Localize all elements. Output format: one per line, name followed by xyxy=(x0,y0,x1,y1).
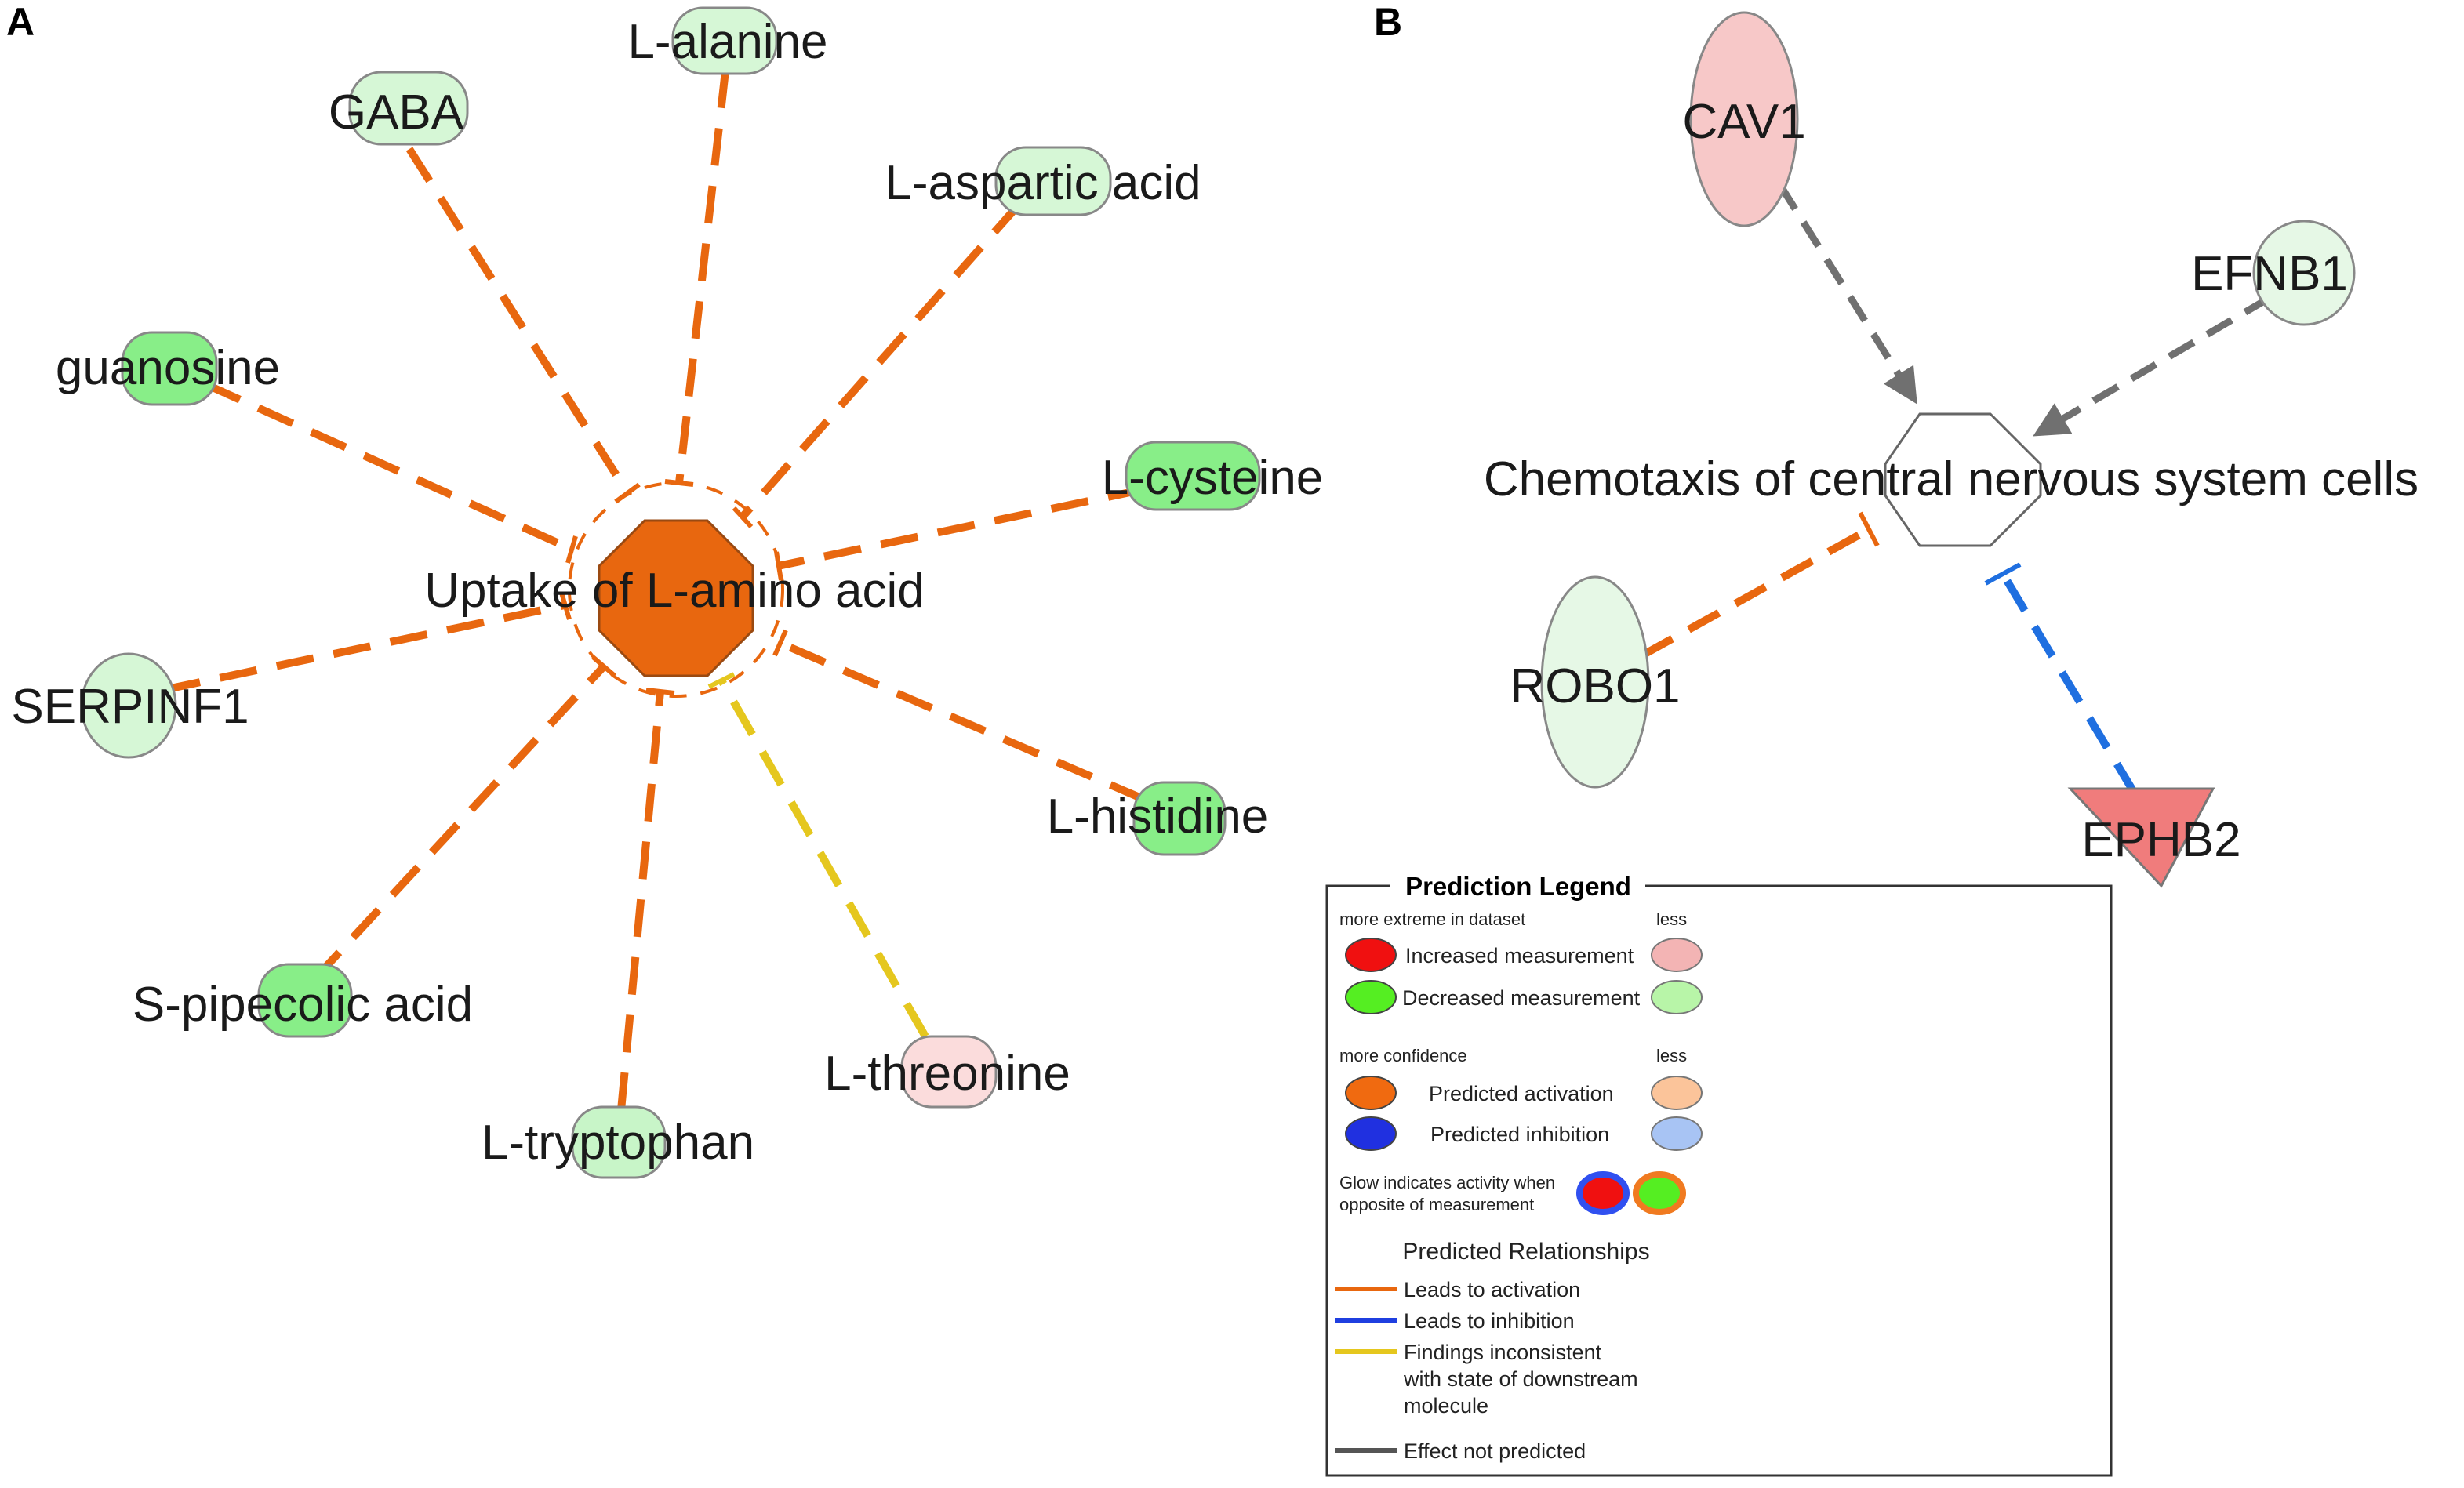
edge-ephb2-cap xyxy=(1984,562,2022,586)
label-efnb1: EFNB1 xyxy=(2191,247,2348,301)
label-tryptophan: L-tryptophan xyxy=(482,1116,754,1170)
label-alanine: L-alanine xyxy=(627,15,827,69)
diagram-b: Chemotaxis of central nervous system cel… xyxy=(1484,11,2419,888)
node-threonine[interactable] xyxy=(900,1035,998,1109)
label-pipecolic: S-pipecolic acid xyxy=(133,978,473,1032)
node-ephb2[interactable] xyxy=(2067,787,2215,888)
legend-glow-green xyxy=(1633,1171,1686,1215)
legend-decreased-light xyxy=(1651,980,1703,1014)
edge-robo1-cap xyxy=(1858,511,1880,547)
edge-histidine xyxy=(778,639,1147,804)
legend-activation: Predicted activation xyxy=(1429,1082,1614,1105)
node-alanine[interactable] xyxy=(671,6,778,75)
edge-serpinf1 xyxy=(162,601,566,694)
label-serpinf1: SERPINF1 xyxy=(11,680,249,734)
legend-box xyxy=(1325,884,2113,1477)
legend-glow-red xyxy=(1576,1171,1630,1215)
node-gaba[interactable] xyxy=(348,71,469,146)
legend-less-1: less xyxy=(1656,909,1687,929)
node-efnb1[interactable] xyxy=(2252,220,2356,326)
node-robo1[interactable] xyxy=(1540,575,1650,789)
center-node-a[interactable] xyxy=(598,519,754,677)
edge-robo1 xyxy=(1640,526,1870,659)
legend-activation-light xyxy=(1651,1076,1703,1110)
legend-increased-light xyxy=(1651,938,1703,972)
legend-more-confidence: more confidence xyxy=(1339,1046,1467,1065)
prediction-legend: Prediction Legend more extreme in datase… xyxy=(1325,870,2113,1477)
panel-label-a: A xyxy=(6,0,35,44)
edge-caps-a xyxy=(559,479,788,695)
edge-efnb1 xyxy=(2033,295,2272,437)
edge-ephb2 xyxy=(1999,572,2139,796)
edge-threonine xyxy=(718,678,929,1039)
legend-inconsistent-1: Findings inconsistent xyxy=(1404,1341,1602,1364)
panel-label-b: B xyxy=(1374,0,1402,44)
center-node-b[interactable] xyxy=(1884,412,2042,547)
node-aspartic[interactable] xyxy=(994,146,1112,216)
legend-inhibition: Predicted inhibition xyxy=(1430,1123,1609,1146)
legend-decreased: Decreased measurement xyxy=(1402,986,1641,1010)
legend-more-extreme: more extreme in dataset xyxy=(1339,909,1525,929)
legend-increased-strong xyxy=(1345,938,1397,972)
legend-decreased-strong xyxy=(1345,980,1397,1014)
legend-relationships-title: Predicted Relationships xyxy=(1402,1239,1649,1265)
legend-less-2: less xyxy=(1656,1046,1687,1065)
center-ring-a xyxy=(568,481,784,698)
node-cav1[interactable] xyxy=(1689,11,1799,227)
node-tryptophan[interactable] xyxy=(571,1105,667,1179)
edge-guanosine xyxy=(203,380,573,553)
label-ephb2: EPHB2 xyxy=(2081,813,2240,867)
node-guanosine[interactable] xyxy=(121,331,218,406)
edge-pipecolic xyxy=(311,663,607,983)
edge-gaba xyxy=(405,147,631,495)
edge-aspartic xyxy=(739,201,1023,521)
legend-inhibition-strong xyxy=(1345,1116,1397,1151)
center-label-b: Chemotaxis of central nervous system cel… xyxy=(1484,452,2419,506)
legend-leads-inhibition: Leads to inhibition xyxy=(1404,1309,1575,1333)
legend-not-predicted: Effect not predicted xyxy=(1404,1439,1586,1463)
legend-activation-strong xyxy=(1345,1076,1397,1110)
edge-cav1 xyxy=(1777,183,1917,405)
label-robo1: ROBO1 xyxy=(1510,659,1680,713)
node-serpinf1[interactable] xyxy=(80,652,177,759)
label-aspartic: L-aspartic acid xyxy=(885,156,1201,210)
label-cysteine: L-cysteine xyxy=(1102,451,1324,505)
edge-alanine xyxy=(675,70,729,484)
diagram-a: Uptake of L-amino acid GABA L-alanine L-… xyxy=(11,6,1324,1179)
legend-title: Prediction Legend xyxy=(1405,872,1631,901)
center-label-a: Uptake of L-amino acid xyxy=(424,564,925,618)
legend-inhibition-light xyxy=(1651,1116,1703,1151)
legend-inconsistent-2: with state of downstream xyxy=(1403,1367,1638,1391)
label-cav1: CAV1 xyxy=(1682,95,1805,149)
label-threonine: L-threonine xyxy=(824,1047,1070,1101)
legend-glow-1: Glow indicates activity when xyxy=(1339,1173,1555,1192)
node-histidine[interactable] xyxy=(1132,781,1227,856)
legend-inconsistent-3: molecule xyxy=(1404,1394,1488,1417)
legend-glow-2: opposite of measurement xyxy=(1339,1195,1534,1214)
label-histidine: L-histidine xyxy=(1047,789,1269,844)
edge-cysteine xyxy=(776,485,1147,570)
edges-a xyxy=(162,70,1147,1111)
legend-increased: Increased measurement xyxy=(1405,944,1634,967)
node-pipecolic[interactable] xyxy=(257,963,353,1038)
legend-leads-activation: Leads to activation xyxy=(1404,1278,1580,1301)
label-gaba: GABA xyxy=(329,85,464,140)
label-guanosine: guanosine xyxy=(56,341,280,395)
edge-tryptophan xyxy=(617,691,664,1111)
node-cysteine[interactable] xyxy=(1125,441,1261,511)
